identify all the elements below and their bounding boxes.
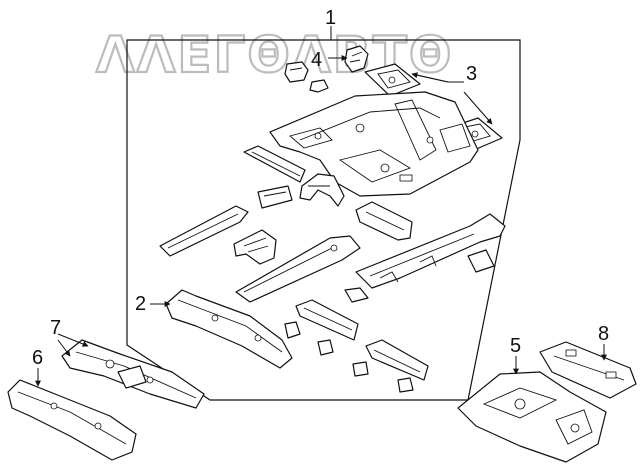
clip-small-1	[344, 287, 369, 303]
callout-2: 2	[135, 293, 146, 315]
rear-rail-right	[355, 213, 506, 289]
crossmember-arch	[299, 173, 345, 207]
center-tunnel-rail	[235, 235, 361, 303]
callout-1: 1	[325, 7, 336, 29]
front-rail-part-2	[165, 289, 293, 369]
side-rail-left-upper	[243, 145, 306, 183]
floor-brace-mid	[295, 299, 359, 341]
floor-brace-lower	[365, 339, 429, 381]
main-floor-pan	[269, 91, 479, 197]
floor-pan-patch-upper	[364, 63, 421, 97]
bracket-small-b	[309, 79, 329, 93]
bracket-part-4	[344, 45, 369, 73]
callout-5: 5	[510, 335, 521, 357]
sill-rail-left	[159, 205, 249, 257]
floor-rail-part-6	[7, 379, 137, 461]
rear-panel-part-8	[539, 341, 637, 399]
reinforcement-small-1	[257, 185, 293, 209]
clip-small-4	[352, 361, 369, 377]
callout-3: 3	[466, 63, 477, 85]
rear-floor-pan-part-5	[457, 371, 607, 463]
floor-rail-part-7	[61, 339, 205, 409]
callout-7: 7	[50, 317, 61, 339]
clip-small-2	[284, 321, 301, 339]
seat-crossmember-right	[355, 201, 413, 241]
callout-6: 6	[32, 347, 43, 369]
leader-lines	[35, 26, 607, 387]
callout-8: 8	[598, 323, 609, 345]
callout-4: 4	[311, 49, 322, 71]
clip-small-5	[397, 377, 414, 393]
bracket-small-a	[284, 61, 309, 83]
seat-bracket-center	[233, 229, 277, 265]
clip-small-3	[317, 339, 334, 356]
